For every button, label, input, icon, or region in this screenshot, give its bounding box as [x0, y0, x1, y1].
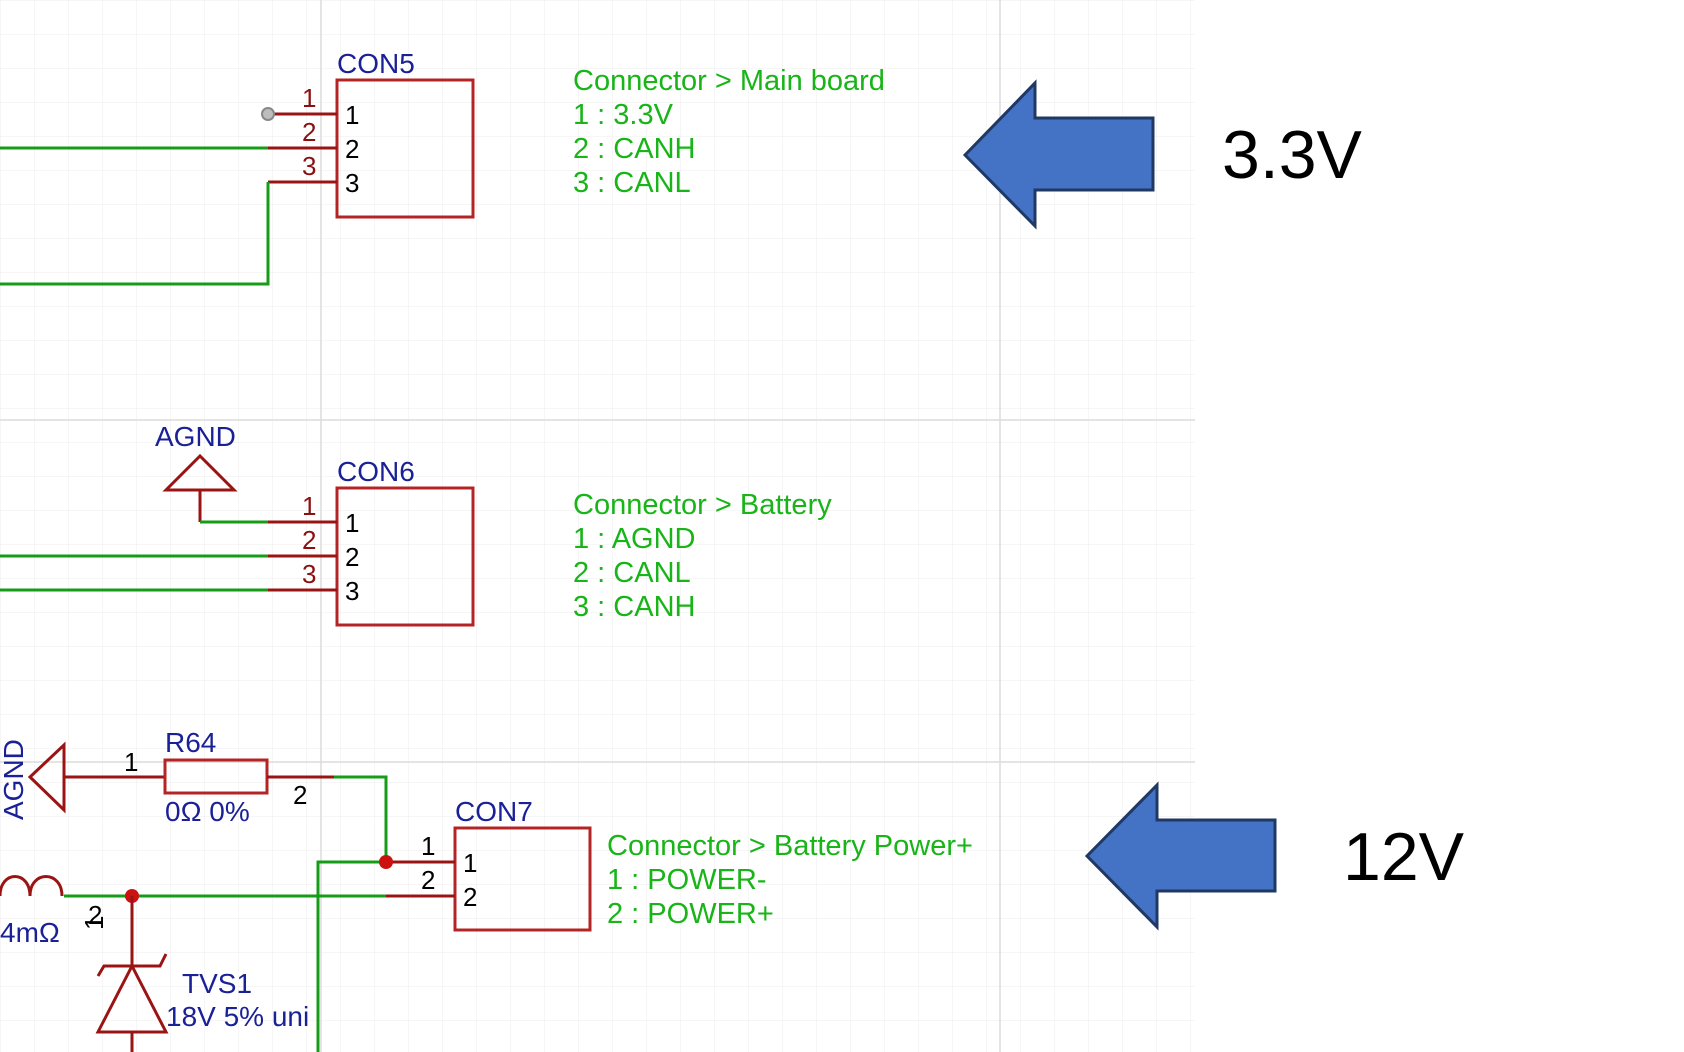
con5-pin-3-outer: 3	[302, 151, 316, 181]
con6-designator: CON6	[337, 456, 415, 487]
con5-pin-1-outer: 1	[302, 83, 316, 113]
callout-bottom-label: 12V	[1343, 819, 1465, 895]
con6-pin-2-outer: 2	[302, 525, 316, 555]
con6-pin-3-outer: 3	[302, 559, 316, 589]
con6-agnd-label: AGND	[155, 421, 236, 452]
left-arrow-icon	[962, 79, 1155, 230]
con5-pin-2-outer: 2	[302, 117, 316, 147]
con7-note: Connector > Battery Power+ 1 : POWER- 2 …	[607, 830, 973, 930]
svg-text:1 : 3.3V: 1 : 3.3V	[573, 99, 674, 131]
tvs1-component[interactable]: TVS1 18V 5% uni 2 1	[79, 896, 309, 1052]
r64-pin-2: 2	[293, 780, 307, 810]
r64-agnd-symbol: AGND	[0, 739, 98, 820]
inductor-value: 4mΩ	[0, 917, 60, 948]
con6-pin-3-inner: 3	[345, 576, 359, 606]
r64-designator: R64	[165, 727, 216, 758]
con6-component[interactable]: CON6 1 2 3 1 2 3	[268, 456, 475, 627]
svg-text:Connector > Battery: Connector > Battery	[573, 489, 832, 521]
con5-note: Connector > Main board 1 : 3.3V 2 : CANH…	[573, 65, 885, 199]
con5-unconnected-pin-marker	[261, 107, 275, 121]
con5-designator: CON5	[337, 48, 415, 79]
r64-pin-1: 1	[124, 747, 138, 777]
r64-agnd-label: AGND	[0, 739, 29, 820]
svg-text:1 : AGND: 1 : AGND	[573, 523, 696, 555]
callout-bottom: 12V	[1084, 781, 1465, 931]
tvs1-designator: TVS1	[182, 968, 252, 999]
svg-text:Connector > Battery Power+: Connector > Battery Power+	[607, 830, 973, 862]
svg-text:Connector > Main board: Connector > Main board	[573, 65, 885, 97]
tvs1-pin-2: 2	[88, 900, 102, 930]
con7-body	[453, 826, 592, 932]
svg-text:3 : CANL: 3 : CANL	[573, 167, 691, 199]
svg-text:2 : POWER+: 2 : POWER+	[607, 898, 774, 930]
con5-component[interactable]: CON5 1 2 3 1 2 3	[268, 48, 475, 219]
con6-pin-2-inner: 2	[345, 542, 359, 572]
r64-value: 0Ω 0%	[165, 796, 250, 827]
con6-pin-1-inner: 1	[345, 508, 359, 538]
con7-pin-2-outer: 2	[421, 865, 435, 895]
callout-top: 3.3V	[962, 79, 1363, 230]
con7-pin-1-outer: 1	[421, 831, 435, 861]
con7-wires	[64, 775, 388, 1052]
tvs1-pin-1: 1	[79, 916, 109, 930]
con6-pin-1-outer: 1	[302, 491, 316, 521]
con7-pin-2-inner: 2	[463, 882, 477, 912]
con6-note: Connector > Battery 1 : AGND 2 : CANL 3 …	[573, 489, 832, 623]
svg-text:2 : CANH: 2 : CANH	[573, 133, 695, 165]
r64-component[interactable]: R64 0Ω 0% 1 2	[98, 727, 334, 827]
svg-text:2 : CANL: 2 : CANL	[573, 557, 691, 589]
con5-pin-1-inner: 1	[345, 100, 359, 130]
callout-top-label: 3.3V	[1222, 117, 1363, 193]
svg-text:3 : CANH: 3 : CANH	[573, 591, 695, 623]
con5-wires	[0, 146, 270, 286]
con6-wires	[0, 520, 268, 592]
inductor-coil-icon	[0, 875, 64, 897]
junction-dot-1	[379, 855, 393, 869]
svg-text:1 : POWER-: 1 : POWER-	[607, 864, 767, 896]
tvs1-value: 18V 5% uni	[166, 1001, 309, 1032]
con7-pin-1-inner: 1	[463, 848, 477, 878]
con5-pin-2-inner: 2	[345, 134, 359, 164]
con6-agnd-symbol: AGND	[155, 421, 238, 522]
left-arrow-icon	[1084, 781, 1277, 931]
con7-component[interactable]: CON7 1 2 1 2	[386, 796, 592, 932]
inductor-component[interactable]: 4mΩ	[0, 875, 64, 949]
con7-designator: CON7	[455, 796, 533, 827]
con5-pin-3-inner: 3	[345, 168, 359, 198]
